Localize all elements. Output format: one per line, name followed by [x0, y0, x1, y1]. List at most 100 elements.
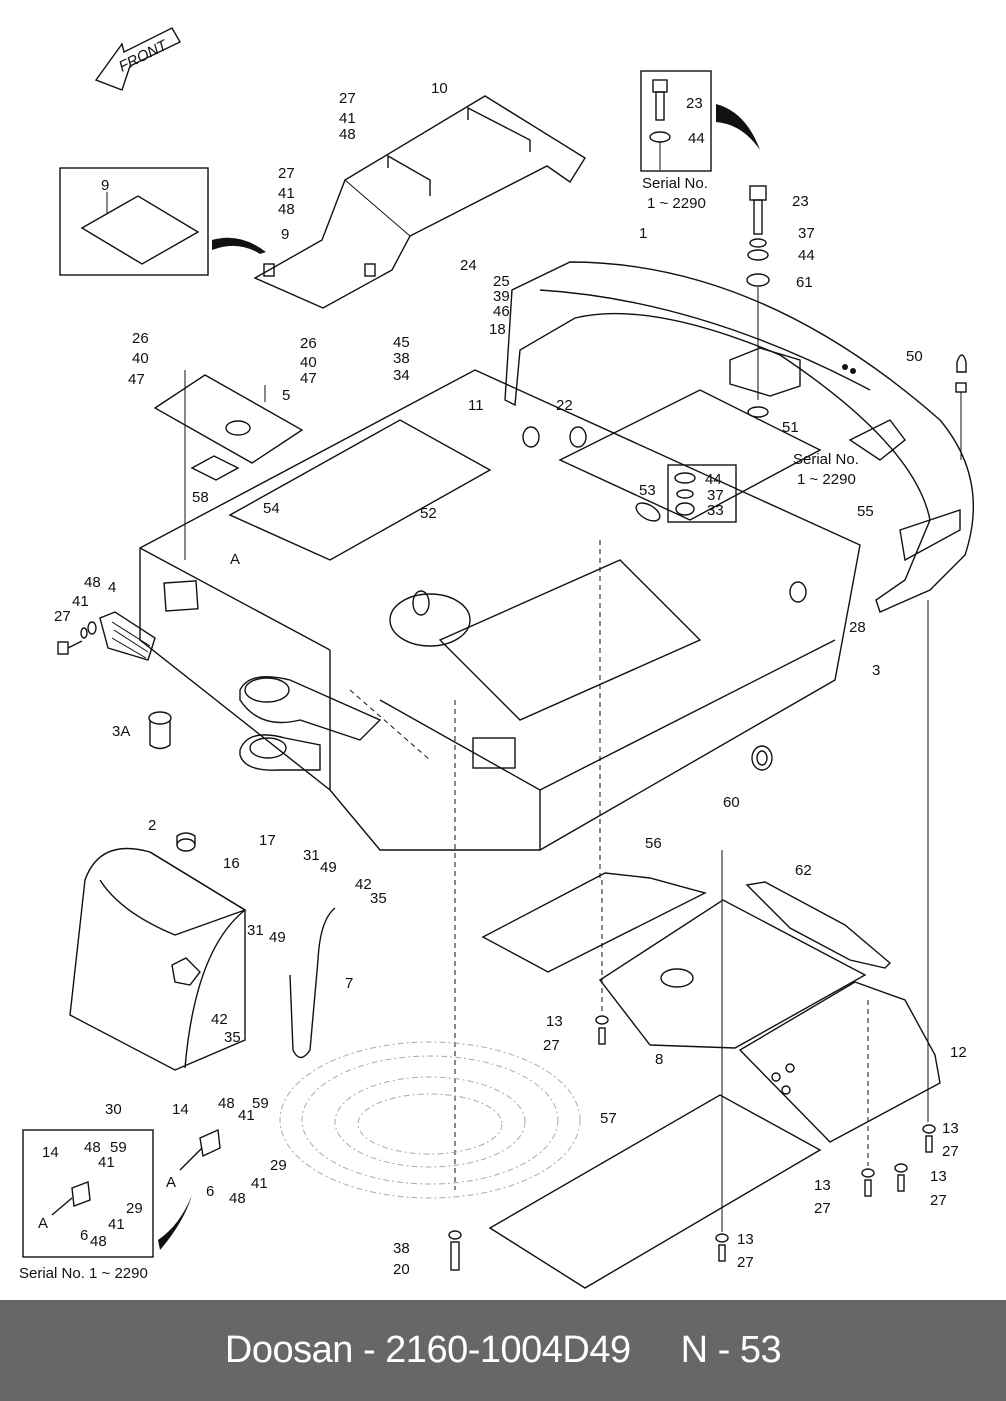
- swing-bearing-ring: [279, 1041, 581, 1199]
- callout: 18: [489, 321, 506, 338]
- parts-diagram: FRONT: [19, 27, 974, 1289]
- callout: 26: [300, 335, 317, 352]
- callout: 11: [468, 397, 484, 414]
- inset-callout: 41: [108, 1216, 125, 1233]
- callout: 2: [148, 817, 156, 834]
- callout: 58: [192, 489, 209, 506]
- callout: 38: [393, 1240, 410, 1257]
- callout: 13: [942, 1120, 959, 1137]
- callout: 44: [798, 247, 815, 264]
- upper-frame-3: [139, 369, 861, 1190]
- fastener-stacks: [448, 600, 936, 1271]
- inset-washers: [667, 464, 737, 523]
- callout: 22: [556, 397, 573, 414]
- bottom-covers: [481, 872, 941, 1289]
- tank-2: [69, 832, 247, 1071]
- grommets: [412, 426, 807, 616]
- inset-callout: 23: [686, 95, 703, 112]
- callout: 6: [206, 1183, 214, 1200]
- callout: 49: [269, 929, 286, 946]
- callout: 50: [906, 348, 923, 365]
- callout: 4: [108, 579, 116, 596]
- callout: 41: [278, 185, 295, 202]
- counterweight-1: [504, 261, 974, 613]
- swing-bracket: [239, 676, 382, 771]
- inset-bracket-serial: [22, 1129, 192, 1258]
- callout: 39: [493, 288, 510, 305]
- callout: A: [166, 1174, 176, 1191]
- callout: 48: [339, 126, 356, 143]
- callout: 41: [339, 110, 356, 127]
- inset-callout: 44: [705, 471, 722, 488]
- inset-callout: 33: [707, 502, 724, 519]
- callout: 52: [420, 505, 437, 522]
- callout: 29: [270, 1157, 287, 1174]
- footer-page: N - 53: [680, 1329, 782, 1371]
- callout: 13: [546, 1013, 563, 1030]
- inset-panel-9: [59, 167, 266, 276]
- callout-labels: 10 27 41 48 9 27 41 48 23 37 44 61 1 24 …: [19, 80, 967, 1282]
- callout: 27: [54, 608, 71, 625]
- callout: 41: [72, 593, 89, 610]
- callout: 41: [238, 1107, 255, 1124]
- callout: 55: [857, 503, 874, 520]
- callout: 30: [105, 1101, 122, 1118]
- callout: 38: [393, 350, 410, 367]
- callout: 28: [849, 619, 866, 636]
- callout: 23: [792, 193, 809, 210]
- inset-callout: 29: [126, 1200, 143, 1217]
- callout: 13: [814, 1177, 831, 1194]
- callout: 27: [930, 1192, 947, 1209]
- callout: 47: [300, 370, 317, 387]
- callout: 26: [132, 330, 149, 347]
- callout: 46: [493, 303, 510, 320]
- inset-callout: 6: [80, 1227, 88, 1244]
- callout: 7: [345, 975, 353, 992]
- callout: 1: [639, 225, 647, 242]
- inset-callout: 48: [84, 1139, 101, 1156]
- inset-caption: Serial No.: [793, 451, 859, 468]
- front-direction-arrow: FRONT: [94, 27, 181, 91]
- plate-5: [153, 370, 304, 560]
- callout: 31: [247, 922, 264, 939]
- callout: 8: [655, 1051, 663, 1068]
- callout: 49: [320, 859, 337, 876]
- callout: 56: [645, 835, 662, 852]
- callout: 27: [814, 1200, 831, 1217]
- callout: 41: [251, 1175, 268, 1192]
- callout: A: [230, 551, 240, 568]
- callout: 40: [300, 354, 317, 371]
- inset-callout: 44: [688, 130, 705, 147]
- callout: 14: [172, 1101, 189, 1118]
- callout: 24: [460, 257, 477, 274]
- footer-part-number: 2160-1004D49: [385, 1329, 631, 1371]
- grommet-60: [751, 745, 773, 771]
- callout: 13: [930, 1168, 947, 1185]
- callout: 5: [282, 387, 290, 404]
- callout: 3A: [112, 723, 130, 740]
- callout: 34: [393, 367, 410, 384]
- callout: 42: [211, 1011, 228, 1028]
- callout: 60: [723, 794, 740, 811]
- cover-plate-10: [253, 95, 586, 309]
- part-50: [955, 354, 967, 460]
- callout: 10: [431, 80, 448, 97]
- inset-bolt-23: [640, 70, 760, 172]
- inset-caption: 1 ~ 2290: [647, 195, 706, 212]
- grille-4: [57, 611, 156, 661]
- inset-callout: 9: [101, 177, 109, 194]
- callout: 12: [950, 1044, 967, 1061]
- inset-callout: 37: [707, 487, 724, 504]
- callout: 37: [798, 225, 815, 242]
- callout: 47: [128, 371, 145, 388]
- bracket-6: [179, 1128, 221, 1171]
- callout: 40: [132, 350, 149, 367]
- callout: 20: [393, 1261, 410, 1278]
- callout: 62: [795, 862, 812, 879]
- callout: 3: [872, 662, 880, 679]
- callout: 31: [303, 847, 320, 864]
- callout: 48: [218, 1095, 235, 1112]
- callout: 53: [639, 482, 656, 499]
- callout: 59: [252, 1095, 269, 1112]
